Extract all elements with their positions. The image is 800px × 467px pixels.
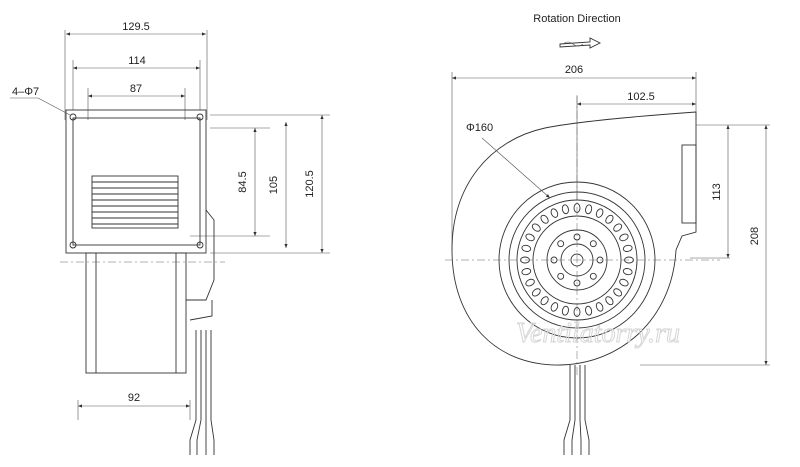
impeller-blade xyxy=(605,214,614,224)
front-dim-total-height: 208 xyxy=(749,227,761,245)
impeller-blade xyxy=(550,302,559,312)
hub-hole xyxy=(589,240,597,248)
impeller-blade xyxy=(622,268,633,276)
impeller-blades xyxy=(520,203,634,317)
impeller-blade xyxy=(585,204,593,215)
front-dim-outlet-height: 113 xyxy=(711,183,723,201)
hub-hole xyxy=(573,279,581,287)
side-dim-height-overall: 120.5 xyxy=(304,170,316,198)
impeller-blade xyxy=(619,233,629,242)
side-dim-height-inner: 84.5 xyxy=(237,171,249,192)
impeller-blade xyxy=(540,296,549,306)
impeller-blade xyxy=(531,288,541,297)
watermark: Ventilatorry.ru xyxy=(516,318,680,349)
front-dim-width: 206 xyxy=(565,64,583,76)
rotation-direction-label: Rotation Direction xyxy=(533,13,620,25)
impeller-blade xyxy=(595,302,604,312)
right-arrow-icon xyxy=(559,37,602,49)
hub-hole xyxy=(557,272,565,280)
impeller-blade xyxy=(622,244,633,252)
impeller-blade xyxy=(595,208,604,218)
side-dim-mount-spacing: 114 xyxy=(128,55,146,67)
side-dim-outlet-width: 92 xyxy=(128,392,140,404)
front-dim-diameter: Φ160 xyxy=(466,122,493,134)
impeller-blade xyxy=(619,278,629,287)
hub-hole xyxy=(589,272,597,280)
hole-spec-label: 4–Φ7 xyxy=(12,86,39,98)
side-dim-inlet-width: 87 xyxy=(130,83,142,95)
side-view: 129.5 114 87 84.5 105 120.5 92 4–Φ7 xyxy=(10,21,330,455)
impeller-blade xyxy=(585,305,593,316)
side-dim-overall-width: 129.5 xyxy=(122,21,150,33)
impeller-blade xyxy=(550,208,559,218)
front-dim-half-width: 102.5 xyxy=(627,91,655,103)
front-view: Rotation Direction xyxy=(445,13,770,455)
hub-hole xyxy=(557,240,565,248)
impeller-blade xyxy=(525,233,535,242)
impeller-blade xyxy=(521,268,532,276)
impeller-blade xyxy=(605,296,614,306)
side-dim-height-mount: 105 xyxy=(268,176,280,194)
impeller-blade xyxy=(561,305,569,316)
impeller-blade xyxy=(561,204,569,215)
impeller-blade xyxy=(613,288,623,297)
impeller-blade xyxy=(531,223,541,232)
impeller-blade xyxy=(613,223,623,232)
impeller-blade xyxy=(525,278,535,287)
impeller-blade xyxy=(540,214,549,224)
impeller-blade xyxy=(521,244,532,252)
